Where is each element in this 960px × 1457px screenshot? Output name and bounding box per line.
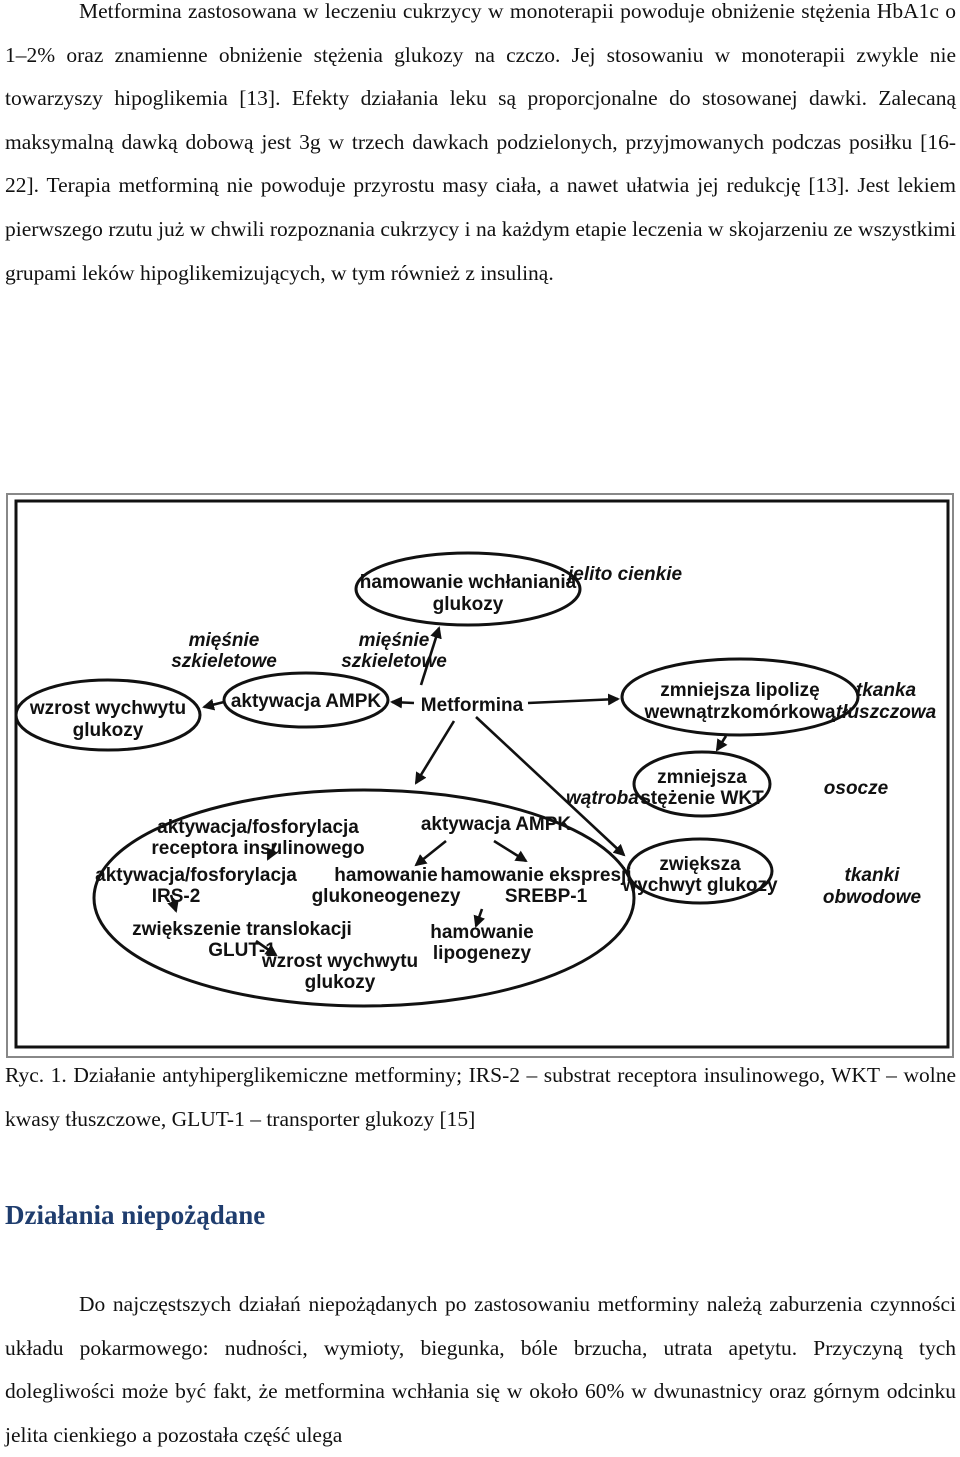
label-muscle-1a: mięśnie xyxy=(189,630,260,651)
label-peripheral-1: zwiększa xyxy=(659,854,741,875)
label-muscle-1b: szkieletowe xyxy=(171,651,277,672)
label-wkt-2: stężenie WKT xyxy=(640,788,764,809)
label-gluconeo-1: hamowanie xyxy=(334,865,437,886)
label-absorption-1: hamowanie wchłaniania xyxy=(360,572,577,593)
label-uptake-2: glukozy xyxy=(73,720,144,741)
arrow-to-srebp xyxy=(493,839,528,863)
arrow-to-liver-uptake xyxy=(255,939,278,957)
label-liver: wątroba xyxy=(566,788,639,809)
label-peripheral-tissue-1: tkanki xyxy=(845,865,901,886)
label-receptor-2: receptora insulinowego xyxy=(151,838,364,859)
label-lipogenesis-1: hamowanie xyxy=(430,922,533,943)
label-peripheral-2: wychwyt glukozy xyxy=(621,875,778,896)
label-lipogenesis-2: lipogenezy xyxy=(433,943,532,964)
ellipse-peripheral-uptake xyxy=(626,837,774,905)
ellipse-lipolysis xyxy=(620,657,860,737)
label-gluconeo-2: glukoneogenezy xyxy=(312,886,461,907)
section-heading: Działania niepożądane xyxy=(5,1200,266,1230)
label-plasma: osocze xyxy=(824,778,889,799)
label-peripheral-tissue-2: obwodowe xyxy=(823,887,922,908)
arrow-to-lipogenesis xyxy=(473,908,485,928)
arrow-to-glucose-uptake xyxy=(202,698,225,711)
label-srebp-2: SREBP-1 xyxy=(505,886,588,907)
label-wkt-1: zmniejsza xyxy=(657,767,747,788)
label-glut-2: GLUT-1 xyxy=(208,940,276,961)
arrow-to-peripheral-uptake xyxy=(475,716,626,857)
arrow-to-liver xyxy=(414,720,456,785)
ellipse-ampk-muscle xyxy=(222,671,390,729)
label-liver-uptake-1: wzrost wychwytu xyxy=(261,951,418,972)
label-receptor-1: aktywacja/fosforylacja xyxy=(157,817,359,838)
ellipse-glucose-absorption xyxy=(354,551,582,627)
label-adipose-2: tłuszczowa xyxy=(836,702,937,723)
arrow-to-ampk-muscle xyxy=(390,696,415,709)
ellipse-wkt xyxy=(632,750,772,818)
label-muscle-2b: szkieletowe xyxy=(341,651,447,672)
figure-metformin-mechanism: hamowanie wchłaniania glukozy jelito cie… xyxy=(6,493,954,1058)
paragraph-metformin-efficacy: Metformina zastosowana w leczeniu cukrzy… xyxy=(5,0,956,285)
paragraph-adverse-effects: Do najczęstszych działań niepożądanych p… xyxy=(5,1292,956,1447)
label-irs-1: aktywacja/fosforylacja xyxy=(95,865,297,886)
label-uptake-1: wzrost wychwytu xyxy=(29,698,186,719)
label-lipolysis-2: wewnątrzkomórkową xyxy=(643,702,836,723)
label-ampk-liver: aktywacja AMPK xyxy=(421,814,572,835)
mechanism-diagram: hamowanie wchłaniania glukozy jelito cie… xyxy=(6,493,954,1058)
arrow-to-absorption xyxy=(419,626,442,686)
label-adipose-1: tkanka xyxy=(856,680,917,701)
label-liver-uptake-2: glukozy xyxy=(305,972,376,993)
arrow-to-glut1 xyxy=(167,894,179,913)
label-metformin: Metformina xyxy=(421,695,524,716)
label-glut-1: zwiększenie translokacji xyxy=(132,919,352,940)
figure-caption: Ryc. 1. Działanie antyhiperglikemiczne m… xyxy=(5,1063,956,1131)
label-srebp-1: hamowanie ekspresji xyxy=(440,865,631,886)
ellipse-glucose-uptake xyxy=(14,678,202,752)
arrow-to-wkt xyxy=(715,735,728,752)
label-absorption-2: glukozy xyxy=(433,594,504,615)
arrow-to-lipolysis xyxy=(527,693,620,706)
arrow-to-gluconeogenesis xyxy=(414,839,447,867)
label-irs-2: IRS-2 xyxy=(152,886,201,907)
arrow-to-irs2 xyxy=(266,842,278,861)
label-ampk-muscle: aktywacja AMPK xyxy=(231,691,382,712)
label-muscle-2a: mięśnie xyxy=(359,630,430,651)
label-lipolysis-1: zmniejsza lipolizę xyxy=(660,680,819,701)
label-small-intestine: jelito cienkie xyxy=(565,564,682,585)
